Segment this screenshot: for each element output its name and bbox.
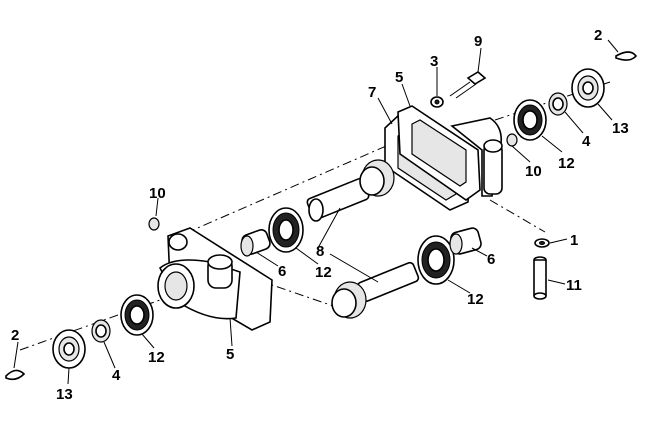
callout-12-bottom: 12	[467, 291, 484, 308]
callout-4-bottom: 4	[112, 367, 121, 384]
callout-12-top: 12	[558, 155, 575, 172]
bushing-part-6-right	[449, 227, 482, 255]
callout-12-mid: 12	[315, 264, 332, 281]
callout-2-bottom: 2	[11, 327, 19, 344]
callout-5-top: 5	[395, 69, 403, 86]
callout-3: 3	[430, 53, 438, 70]
bearing-part-12-mid	[268, 207, 304, 253]
housing-part-5-top	[397, 105, 503, 201]
bearing-part-12-top	[513, 99, 547, 141]
fitting-part-10-left	[148, 217, 160, 231]
seal-part-13-bottom	[52, 329, 86, 369]
bushing-part-6-mid	[240, 229, 271, 257]
bearing-part-12-bottom	[417, 235, 455, 285]
spacer-part-4-top	[548, 92, 568, 116]
bearing-part-12-left	[120, 294, 154, 336]
bolt-part-11	[533, 256, 547, 300]
callout-labels: 2 3 9 7 5 13 4 12 10 10 8 6 12 6 12 1 11…	[11, 27, 629, 403]
gear-shaft-part-8-lower	[331, 261, 420, 319]
fitting-part-10-top	[506, 133, 518, 147]
callout-13-bottom: 13	[56, 386, 73, 403]
callout-2-top: 2	[594, 27, 602, 44]
callout-12-left: 12	[148, 349, 165, 366]
gear-shaft-part-8-upper	[306, 159, 395, 222]
callout-5-bottom: 5	[226, 346, 234, 363]
callout-6-right: 6	[487, 251, 495, 268]
callout-11: 11	[566, 277, 582, 294]
key-part-2-bottom	[5, 369, 26, 381]
bolt-part-9	[449, 71, 487, 99]
callout-10-left: 10	[149, 185, 166, 202]
callout-7: 7	[368, 84, 376, 101]
callout-8: 8	[316, 243, 324, 260]
leader-lines	[13, 39, 619, 385]
washer-part-3	[430, 96, 444, 108]
washer-part-1	[534, 238, 550, 248]
key-part-2-top	[615, 51, 638, 61]
callout-1: 1	[570, 232, 578, 249]
spacer-part-4-bottom	[91, 319, 111, 343]
seal-part-13-top	[571, 68, 605, 108]
callout-9: 9	[474, 33, 482, 50]
callout-10-top: 10	[525, 163, 542, 180]
callout-6-mid: 6	[278, 263, 286, 280]
callout-4-top: 4	[582, 133, 591, 150]
housing-part-5-bottom	[157, 227, 273, 331]
callout-13-top: 13	[612, 120, 629, 137]
